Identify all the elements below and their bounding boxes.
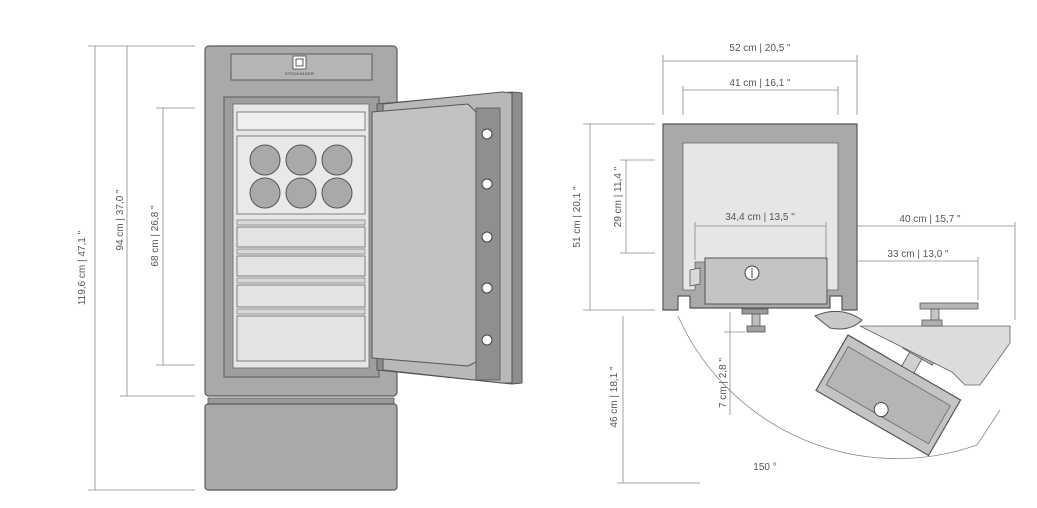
drawer bbox=[236, 226, 366, 248]
drawer bbox=[236, 315, 366, 362]
plan-dimensions: 52 cm | 20,5 " 41 cm | 16,1 " 34,4 cm | … bbox=[572, 43, 1016, 484]
brand-logo-icon bbox=[292, 55, 307, 70]
winder-slot bbox=[285, 177, 317, 209]
dim-swing-radius: 46 cm | 18,1 " bbox=[609, 366, 620, 428]
winder-slot bbox=[285, 144, 317, 176]
open-door bbox=[371, 91, 523, 385]
door-lock-icon bbox=[873, 402, 889, 418]
hinge bbox=[814, 310, 863, 330]
dim-body-height: 94 cm | 37,0 " bbox=[115, 189, 126, 251]
drawer bbox=[236, 284, 366, 308]
dim-interior-depth: 29 cm | 11,4 " bbox=[613, 166, 624, 227]
dim-depth: 51 cm | 20,1 " bbox=[572, 186, 583, 248]
handle-projection bbox=[859, 302, 1011, 386]
dim-drawer-width: 34,4 cm | 13,5 " bbox=[725, 212, 795, 223]
brand-label: STOCKINGER bbox=[285, 71, 314, 76]
dim-door-depth-handle: 40 cm | 15,7 " bbox=[899, 214, 961, 225]
front-view: STOCKINGER bbox=[204, 45, 523, 491]
winder-slot bbox=[321, 177, 353, 209]
door-panel bbox=[371, 103, 477, 367]
dim-outer-width: 52 cm | 20,5 " bbox=[729, 43, 791, 54]
dim-handle-projection: 7 cm | 2,8 " bbox=[718, 358, 729, 409]
bolt-icon bbox=[481, 282, 493, 294]
dim-inner-width: 41 cm | 16,1 " bbox=[729, 78, 791, 89]
winder-slot bbox=[249, 144, 281, 176]
plan-view bbox=[662, 123, 1011, 459]
winder-slot bbox=[321, 144, 353, 176]
door-swing-arc bbox=[677, 315, 978, 459]
dim-door-depth: 33 cm | 13,0 " bbox=[887, 249, 949, 260]
top-shelf bbox=[236, 111, 366, 131]
bolt-icon bbox=[481, 128, 493, 140]
dim-total-height: 119,6 cm | 47,1 " bbox=[77, 230, 88, 305]
drawers bbox=[236, 219, 366, 362]
winder-slot bbox=[249, 177, 281, 209]
dim-interior-height: 68 cm | 26,8 " bbox=[150, 205, 161, 267]
front-dimensions: 119,6 cm | 47,1 " 94 cm | 37,0 " 68 cm |… bbox=[77, 45, 195, 491]
drawer bbox=[236, 255, 366, 277]
plan-drawer-block bbox=[704, 257, 828, 305]
bolt-icon bbox=[481, 334, 493, 346]
bolt-icon bbox=[481, 178, 493, 190]
dim-door-angle: 150 ° bbox=[753, 462, 776, 473]
cabinet-base bbox=[204, 403, 398, 491]
bolt-icon bbox=[481, 231, 493, 243]
